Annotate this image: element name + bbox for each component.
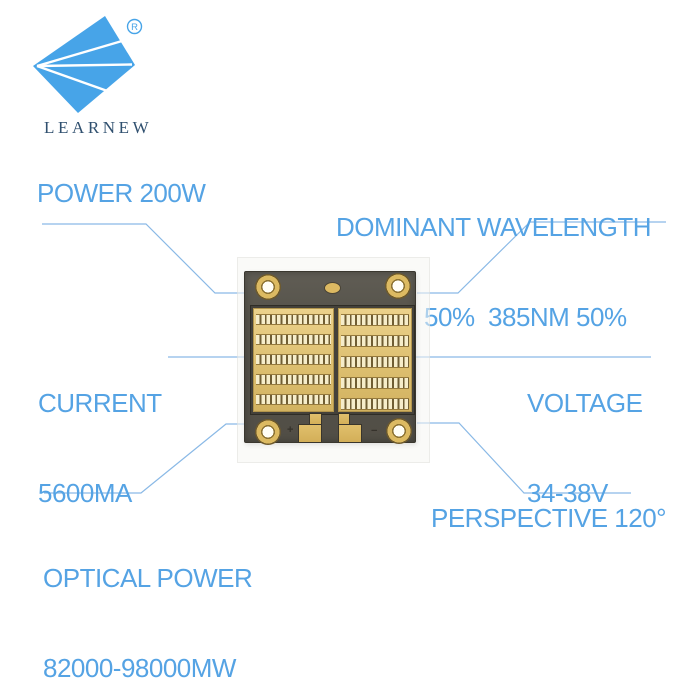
label-current-title: CURRENT: [38, 388, 162, 418]
anode-pad: [298, 424, 322, 443]
label-dominant-wavelength-title: DOMINANT WAVELENGTH: [336, 212, 652, 242]
label-perspective: PERSPECTIVE 120°: [431, 503, 667, 533]
label-dominant-wavelength: DOMINANT WAVELENGTH 395NM 50% 385NM 50%: [336, 152, 652, 392]
label-current: CURRENT 5600MA: [38, 328, 162, 568]
mounting-hole-bottom-left: [255, 419, 281, 445]
leader-line-power: [42, 223, 246, 294]
label-optical-power-value: 82000-98000MW: [43, 653, 236, 680]
alignment-pad: [324, 282, 341, 294]
label-optical-power: OPTICAL POWER 82000-98000MW: [43, 503, 253, 680]
led-cob-module-photo: + −: [244, 271, 416, 445]
label-voltage-value: 34-38V: [527, 478, 608, 508]
label-power: POWER 200W: [37, 178, 206, 208]
led-array-right-column: [338, 308, 412, 412]
led-strip: [256, 374, 331, 385]
logo-diamond-icon: R: [33, 16, 143, 113]
mounting-hole-top-left: [255, 274, 281, 300]
polarity-minus: −: [371, 425, 378, 437]
mounting-hole-top-right: [385, 273, 411, 299]
led-strip: [256, 334, 331, 345]
led-strip: [341, 398, 409, 410]
led-strip: [256, 314, 331, 325]
mounting-hole-bottom-right: [386, 418, 412, 444]
led-strip: [341, 377, 409, 389]
brand-name: LEARNEW: [44, 118, 153, 137]
led-strip: [341, 335, 409, 347]
label-optical-power-title: OPTICAL POWER: [43, 563, 253, 593]
registered-trademark-icon: R: [126, 18, 143, 35]
led-strip: [341, 314, 409, 326]
led-array-left-column: [253, 308, 334, 412]
led-strip: [341, 356, 409, 368]
led-strip: [256, 394, 331, 405]
svg-text:R: R: [131, 22, 138, 33]
led-array-panel: [250, 305, 415, 415]
learnew-logo: R LEARNEW: [28, 12, 188, 142]
led-strip: [256, 354, 331, 365]
cathode-pad: [338, 424, 362, 443]
polarity-plus: +: [287, 424, 294, 436]
label-voltage: VOLTAGE 34-38V: [527, 328, 643, 568]
label-current-value: 5600MA: [38, 478, 132, 508]
label-voltage-title: VOLTAGE: [527, 388, 643, 418]
